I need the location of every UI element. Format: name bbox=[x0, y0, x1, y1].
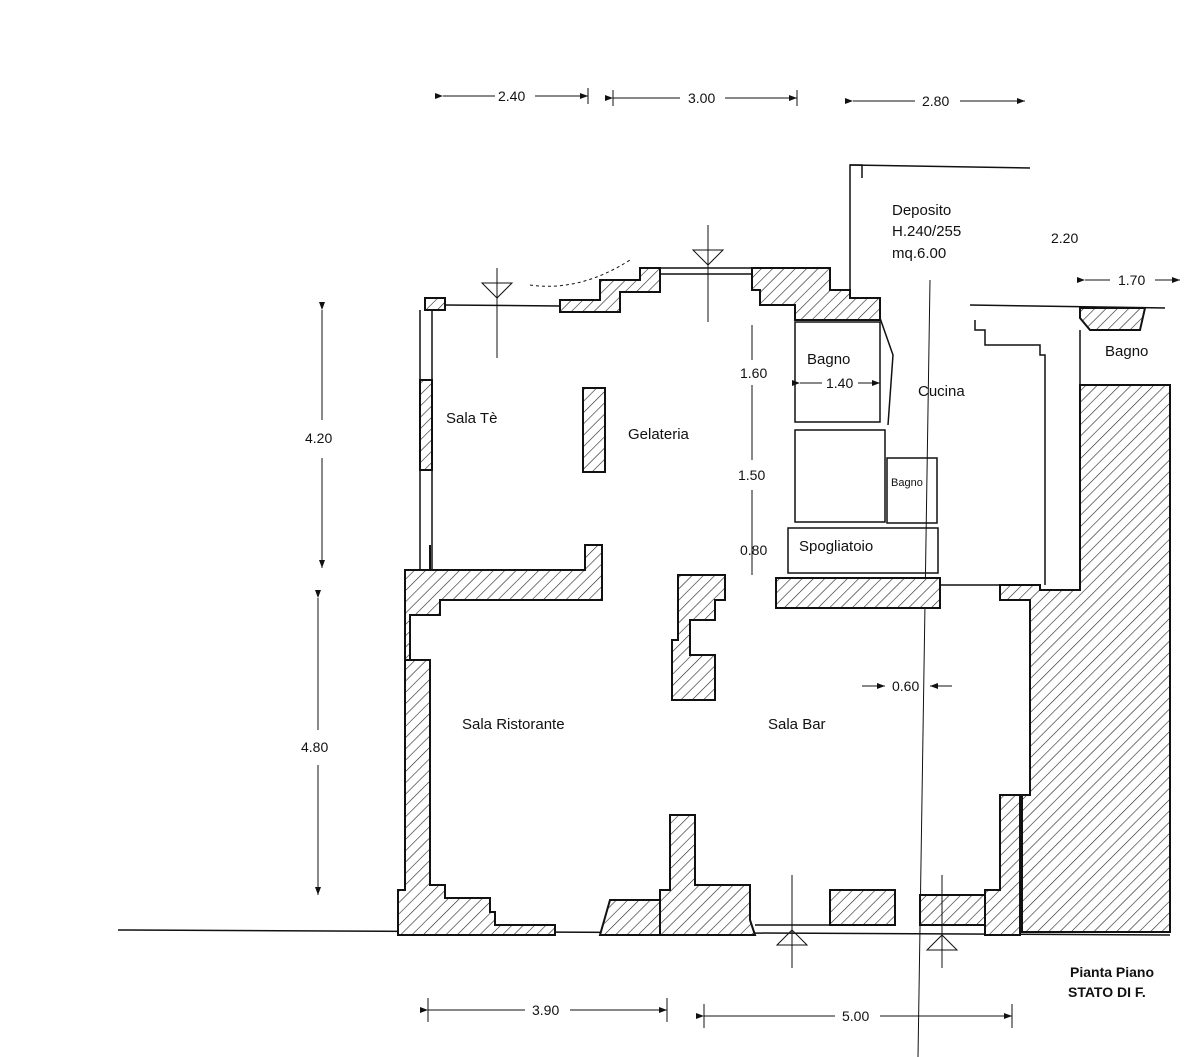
dim-inner-2: 1.50 bbox=[738, 467, 765, 483]
plan-subtitle: STATO DI F. bbox=[1068, 984, 1146, 1000]
deposito-height: H.240/255 bbox=[892, 223, 961, 240]
dim-bottom-1: 3.90 bbox=[532, 1002, 559, 1018]
dim-left-2: 4.80 bbox=[301, 739, 328, 755]
dimension-lines bbox=[315, 88, 1180, 1028]
deposito-area: mq.6.00 bbox=[892, 245, 946, 262]
room-label-sala-ristorante: Sala Ristorante bbox=[462, 716, 565, 733]
walls bbox=[397, 267, 1171, 936]
room-label-cucina: Cucina bbox=[918, 383, 965, 400]
dim-bottom-2: 5.00 bbox=[842, 1008, 869, 1024]
room-label-deposito: Deposito bbox=[892, 202, 951, 219]
dim-deposito: 2.20 bbox=[1051, 230, 1078, 246]
dim-top-2: 3.00 bbox=[688, 90, 715, 106]
room-label-bagno-small: Bagno bbox=[891, 477, 923, 489]
room-label-gelateria: Gelateria bbox=[628, 426, 690, 443]
room-label-bagno: Bagno bbox=[807, 351, 850, 368]
dim-top-3: 2.80 bbox=[922, 93, 949, 109]
room-label-spogliatoio: Spogliatoio bbox=[799, 538, 873, 555]
dim-inner-3: 0.80 bbox=[740, 542, 767, 558]
plan-title: Pianta Piano bbox=[1070, 964, 1154, 980]
section-markers bbox=[480, 225, 959, 968]
dim-bagno-width: 1.40 bbox=[826, 375, 853, 391]
dim-right: 1.70 bbox=[1118, 272, 1145, 288]
room-label-sala-te: Sala Tè bbox=[446, 410, 497, 427]
dim-inner-1: 1.60 bbox=[740, 365, 767, 381]
section-line bbox=[917, 279, 931, 1057]
dim-top-1: 2.40 bbox=[498, 88, 525, 104]
room-label-bagno-right: Bagno bbox=[1105, 343, 1148, 360]
room-label-sala-bar: Sala Bar bbox=[768, 716, 826, 733]
dim-pillar: 0.60 bbox=[892, 678, 919, 694]
dim-left-1: 4.20 bbox=[305, 430, 332, 446]
room-outlines bbox=[419, 164, 1166, 926]
